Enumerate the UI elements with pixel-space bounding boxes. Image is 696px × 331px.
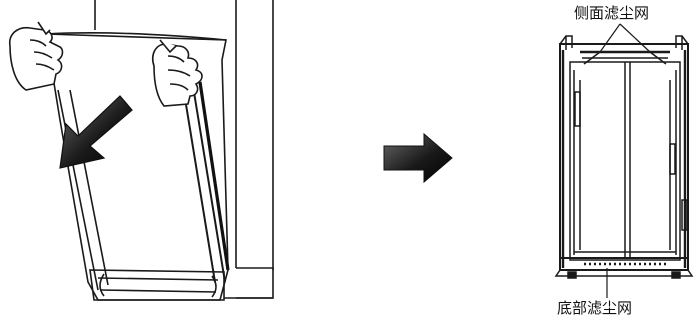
label-leaders: [599, 23, 651, 298]
arrow-right-icon: [383, 132, 453, 184]
right-hand-icon: [151, 39, 203, 107]
side-filter-label: 侧面滤尘网: [574, 4, 650, 22]
left-hand-icon: [8, 21, 64, 91]
filter-cage: [554, 35, 694, 279]
unit-body: [94, 0, 274, 299]
bottom-filter-label: 底部滤尘网: [557, 299, 633, 317]
arrow-down-left-icon: [59, 95, 133, 169]
